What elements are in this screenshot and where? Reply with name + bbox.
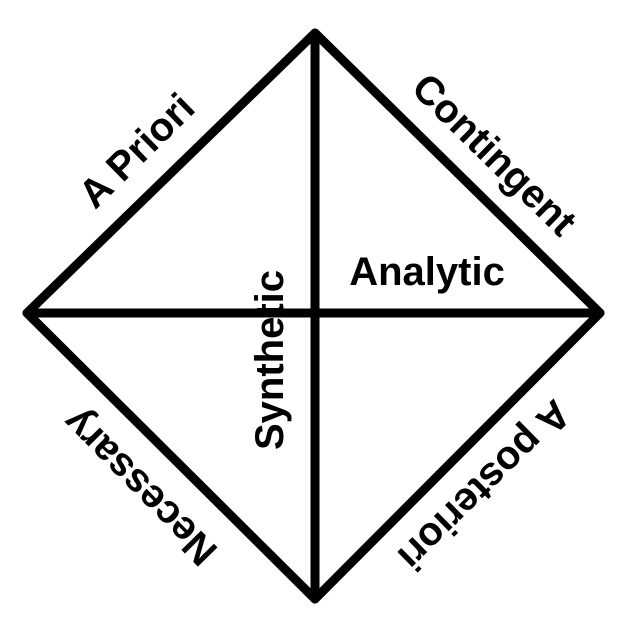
label-a-posteriori: A posteriori [389, 391, 579, 579]
label-synthetic: Synthetic [248, 270, 292, 450]
label-a-priori: A Priori [71, 85, 204, 217]
label-analytic: Analytic [349, 250, 505, 294]
label-contingent: Contingent [403, 65, 584, 244]
